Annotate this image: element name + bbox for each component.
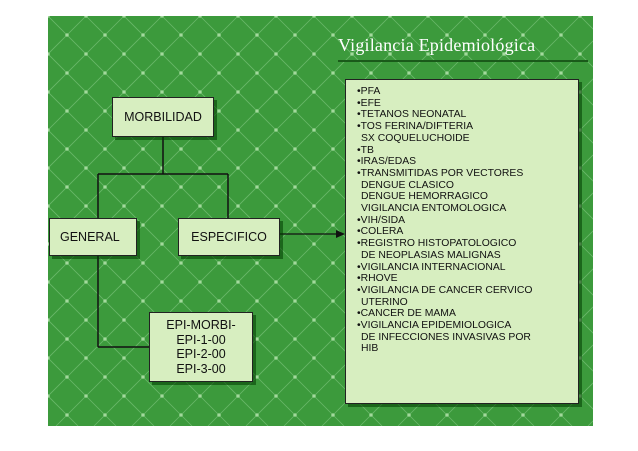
list-item: •IRAS/EDAS [357,156,417,168]
list-item: •VIGILANCIA DE CANCER CERVICO [357,284,533,296]
list-item: •RHOVE [357,273,398,285]
connector-lines [97,137,345,348]
list-item: •EFE [357,97,381,109]
list-item: VIGILANCIA ENTOMOLOGICA [361,203,507,215]
list-item: DE INFECCIONES INVASIVAS POR [361,331,531,343]
title-underline [338,60,588,62]
surveillance-list-box: •PFA•EFE•TETANOS NEONATAL•TOS FERINA/DIF… [345,79,579,404]
list-item: •COLERA [357,226,404,238]
list-item: •VIGILANCIA INTERNACIONAL [357,261,506,273]
node-epi: EPI-MORBI- EPI-1-00 EPI-2-00 EPI-3-00 [149,312,253,382]
list-item: •TOS FERINA/DIFTERIA [357,121,474,133]
node-epi-line: EPI-3-00 [176,361,226,376]
slide: Vigilancia Epidemiológica MORBILIDAD GEN… [48,16,593,426]
list-item: •VIH/SIDA [357,214,406,226]
list-item: •TRANSMITIDAS POR VECTORES [357,167,524,179]
slide-title: Vigilancia Epidemiológica [338,35,536,55]
node-epi-line: EPI-1-00 [176,332,226,347]
list-item: DENGUE CLASICO [361,179,454,191]
list-item: •REGISTRO HISTOPATOLOGICO [357,238,517,250]
list-item: DENGUE HEMORRAGICO [361,191,489,203]
node-especifico-label: ESPECIFICO [191,230,267,244]
surveillance-list: •PFA•EFE•TETANOS NEONATAL•TOS FERINA/DIF… [357,86,578,355]
list-item: UTERINO [361,296,408,308]
list-item: •PFA [357,86,381,97]
node-morbilidad-label: MORBILIDAD [124,110,202,124]
list-item: •CANCER DE MAMA [357,308,456,320]
list-item: •VIGILANCIA EPIDEMIOLOGICA [357,320,512,332]
list-item: SX COQUELUCHOIDE [361,132,470,144]
node-general-label: GENERAL [60,230,120,244]
node-especifico: ESPECIFICO [178,218,280,256]
arrow-head [336,230,345,238]
list-item: HIB [361,343,379,355]
node-epi-line: EPI-MORBI- [166,318,236,332]
list-item: •TETANOS NEONATAL [357,109,467,121]
node-general: GENERAL [49,218,137,256]
node-epi-line: EPI-2-00 [176,347,226,361]
list-item: •TB [357,144,374,156]
node-morbilidad: MORBILIDAD [112,97,214,137]
list-item: DE NEOPLASIAS MALIGNAS [361,249,501,261]
